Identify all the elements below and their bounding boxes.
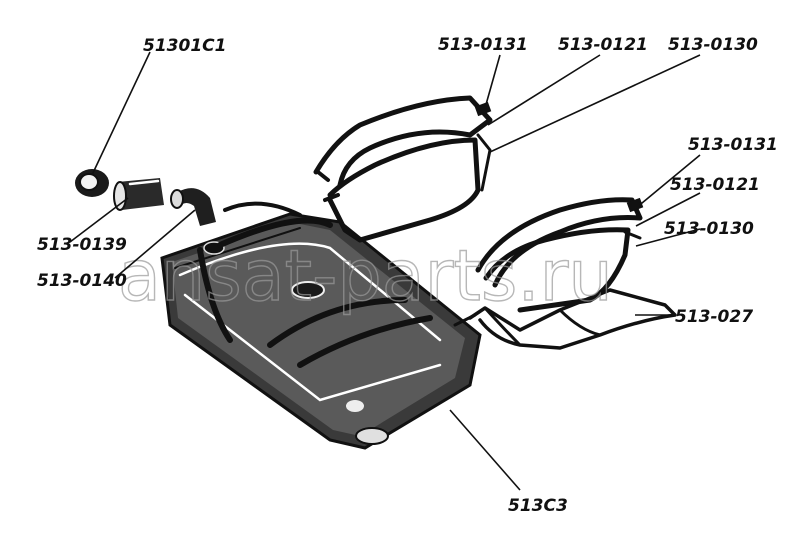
label-right-bracket-3: 513-0130: [664, 219, 754, 239]
upper-tank-bracket: [313, 95, 493, 243]
label-right-bracket-2: 513-0121: [670, 175, 760, 195]
label-right-bracket-1: 513-0131: [688, 135, 778, 155]
right-tank-bracket: [475, 197, 644, 313]
label-filler-hose: 513-0140: [37, 271, 127, 291]
label-support-frame: 513-027: [675, 307, 753, 327]
leader-lines: [69, 51, 701, 491]
label-filler-neck: 513-0139: [37, 235, 127, 255]
tank-support-frame: [453, 288, 677, 350]
filler-neck-pipe: [113, 178, 164, 211]
label-upper-bracket-1: 513-0131: [438, 35, 528, 55]
label-upper-bracket-2: 513-0121: [558, 35, 648, 55]
watermark-text: ansat-parts.ru: [118, 235, 613, 317]
fuel-tank: [160, 201, 482, 450]
filler-hose: [170, 188, 216, 226]
label-fuel-tank: 513C3: [508, 496, 568, 516]
filler-cap: [75, 169, 109, 197]
label-upper-bracket-3: 513-0130: [668, 35, 758, 55]
label-filler-cap: 51301C1: [143, 36, 226, 56]
